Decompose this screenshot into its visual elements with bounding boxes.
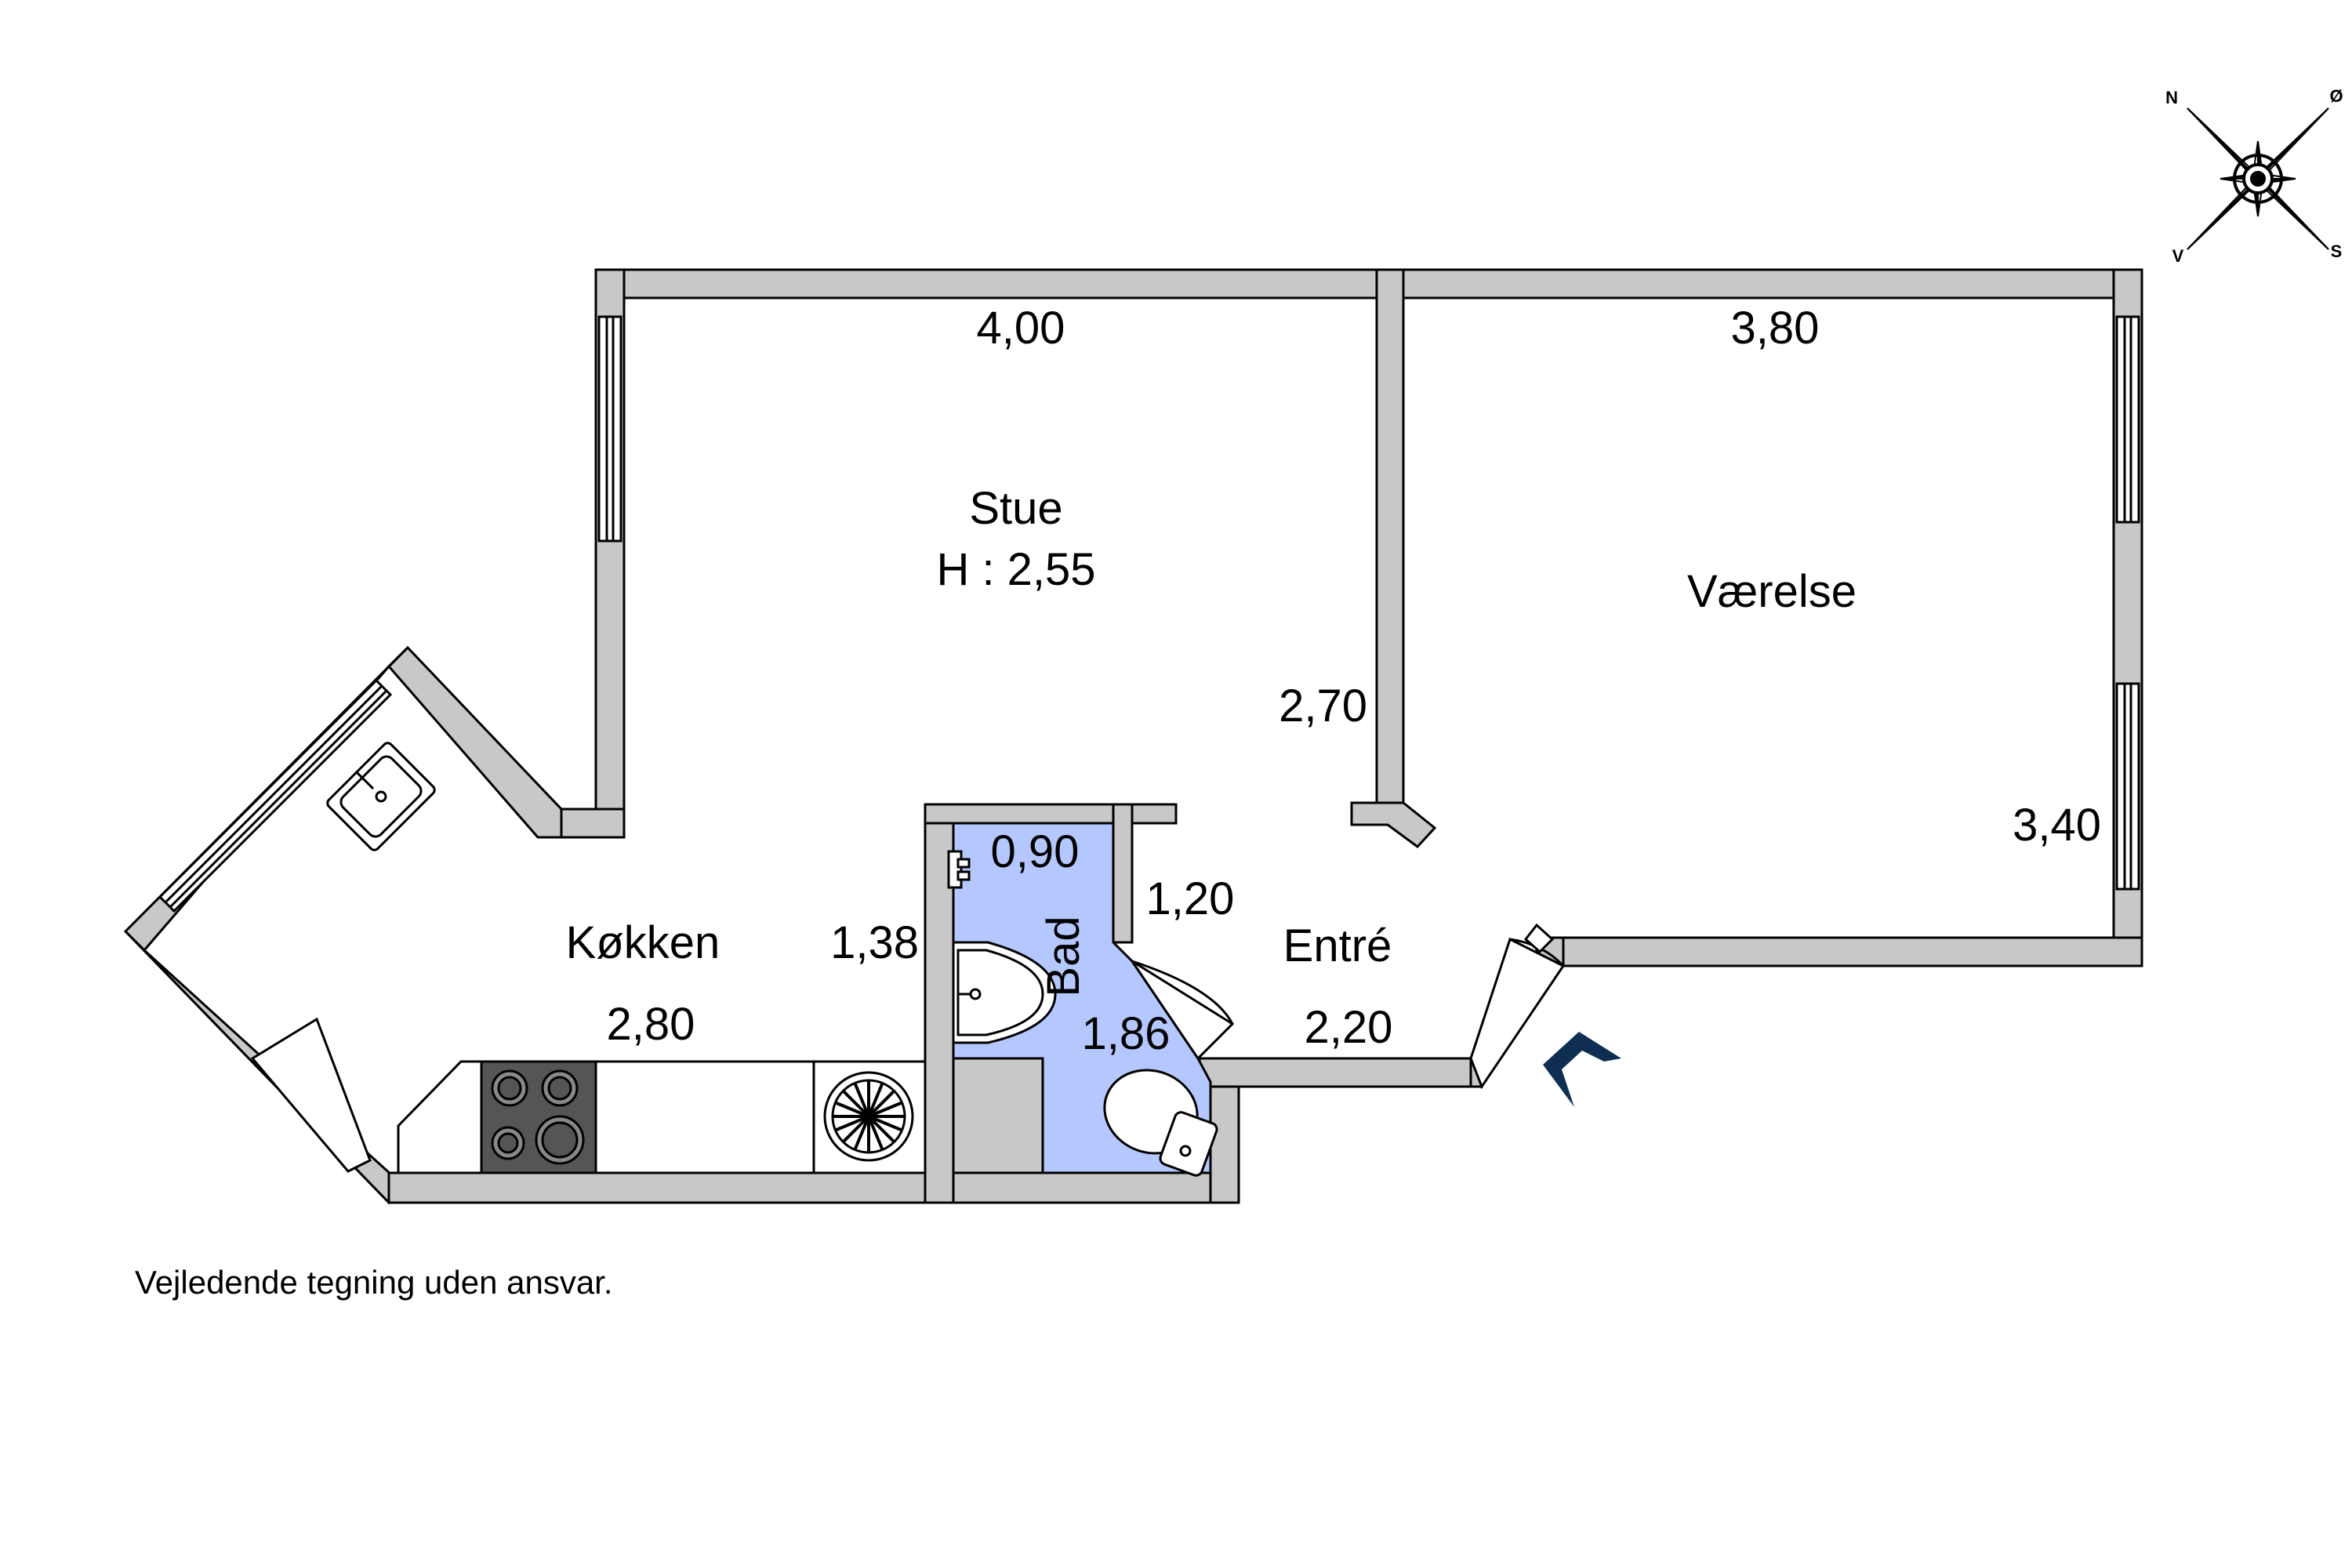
wall-bath-top (924, 803, 1178, 825)
vaerelse-depth-label: 3,40 (2013, 800, 2101, 851)
door-bath (1131, 960, 1235, 1061)
windows (158, 315, 2140, 913)
kitchen-fixtures (326, 742, 927, 1174)
kitchen-sink-icon (326, 742, 436, 851)
wall-entre-bottom (1198, 1057, 1472, 1088)
stove-icon (480, 1060, 597, 1174)
koekken-width-label: 2,80 (607, 999, 695, 1050)
bad-name-label: Bad (1038, 916, 1089, 996)
wall-bath-block (952, 1057, 1044, 1174)
window-vaerelse-top (2115, 315, 2140, 524)
stue-width-label: 4,00 (977, 303, 1065, 354)
compass-icon: N Ø S V (2165, 86, 2343, 266)
compass-east: Ø (2329, 86, 2343, 106)
wall-partition-foot (1350, 801, 1437, 849)
fan-icon (823, 1071, 914, 1162)
shower-icon (947, 850, 971, 889)
wall-partition (1375, 268, 1405, 812)
sink-icon (952, 941, 1057, 1044)
bathroom-fixtures (947, 850, 1218, 1177)
koekken-depth-label: 1,38 (830, 917, 919, 968)
wall-bath-right-stub (1112, 803, 1134, 944)
stue-name-label: Stue (969, 483, 1062, 534)
compass-north: N (2165, 88, 2178, 107)
entre-width-label: 2,20 (1305, 1002, 1393, 1053)
entrance-arrow-icon (1543, 1032, 1621, 1107)
window-stue (597, 315, 622, 543)
bad-width-label: 0,90 (991, 826, 1080, 877)
room-labels: 4,00 Stue H : 2,55 2,70 3,80 Værelse 3,4… (566, 303, 2101, 1059)
vaerelse-width-label: 3,80 (1731, 303, 1820, 354)
wall-vaerelse-bottom (1559, 936, 2143, 967)
vaerelse-name-label: Værelse (1687, 566, 1857, 617)
compass-south: S (2331, 241, 2343, 261)
wall-bottom (387, 1171, 1240, 1204)
toilet-icon (1103, 1069, 1218, 1177)
wall-stue-bottom (560, 808, 626, 839)
bad-depth-label: 1,86 (1082, 1008, 1171, 1059)
wall-top (594, 268, 2143, 299)
doors (250, 923, 1566, 1173)
entre-name-label: Entré (1283, 920, 1392, 971)
door-kitchen (250, 1017, 372, 1173)
entre-depth-label: 1,20 (1146, 873, 1235, 924)
stue-height-label: H : 2,55 (936, 544, 1095, 595)
stue-depth-label: 2,70 (1279, 681, 1367, 731)
koekken-name-label: Køkken (566, 917, 720, 968)
disclaimer-text: Vejledende tegning uden ansvar. (135, 1264, 613, 1301)
compass-west: V (2172, 246, 2184, 266)
window-vaerelse-bottom (2115, 682, 2140, 891)
